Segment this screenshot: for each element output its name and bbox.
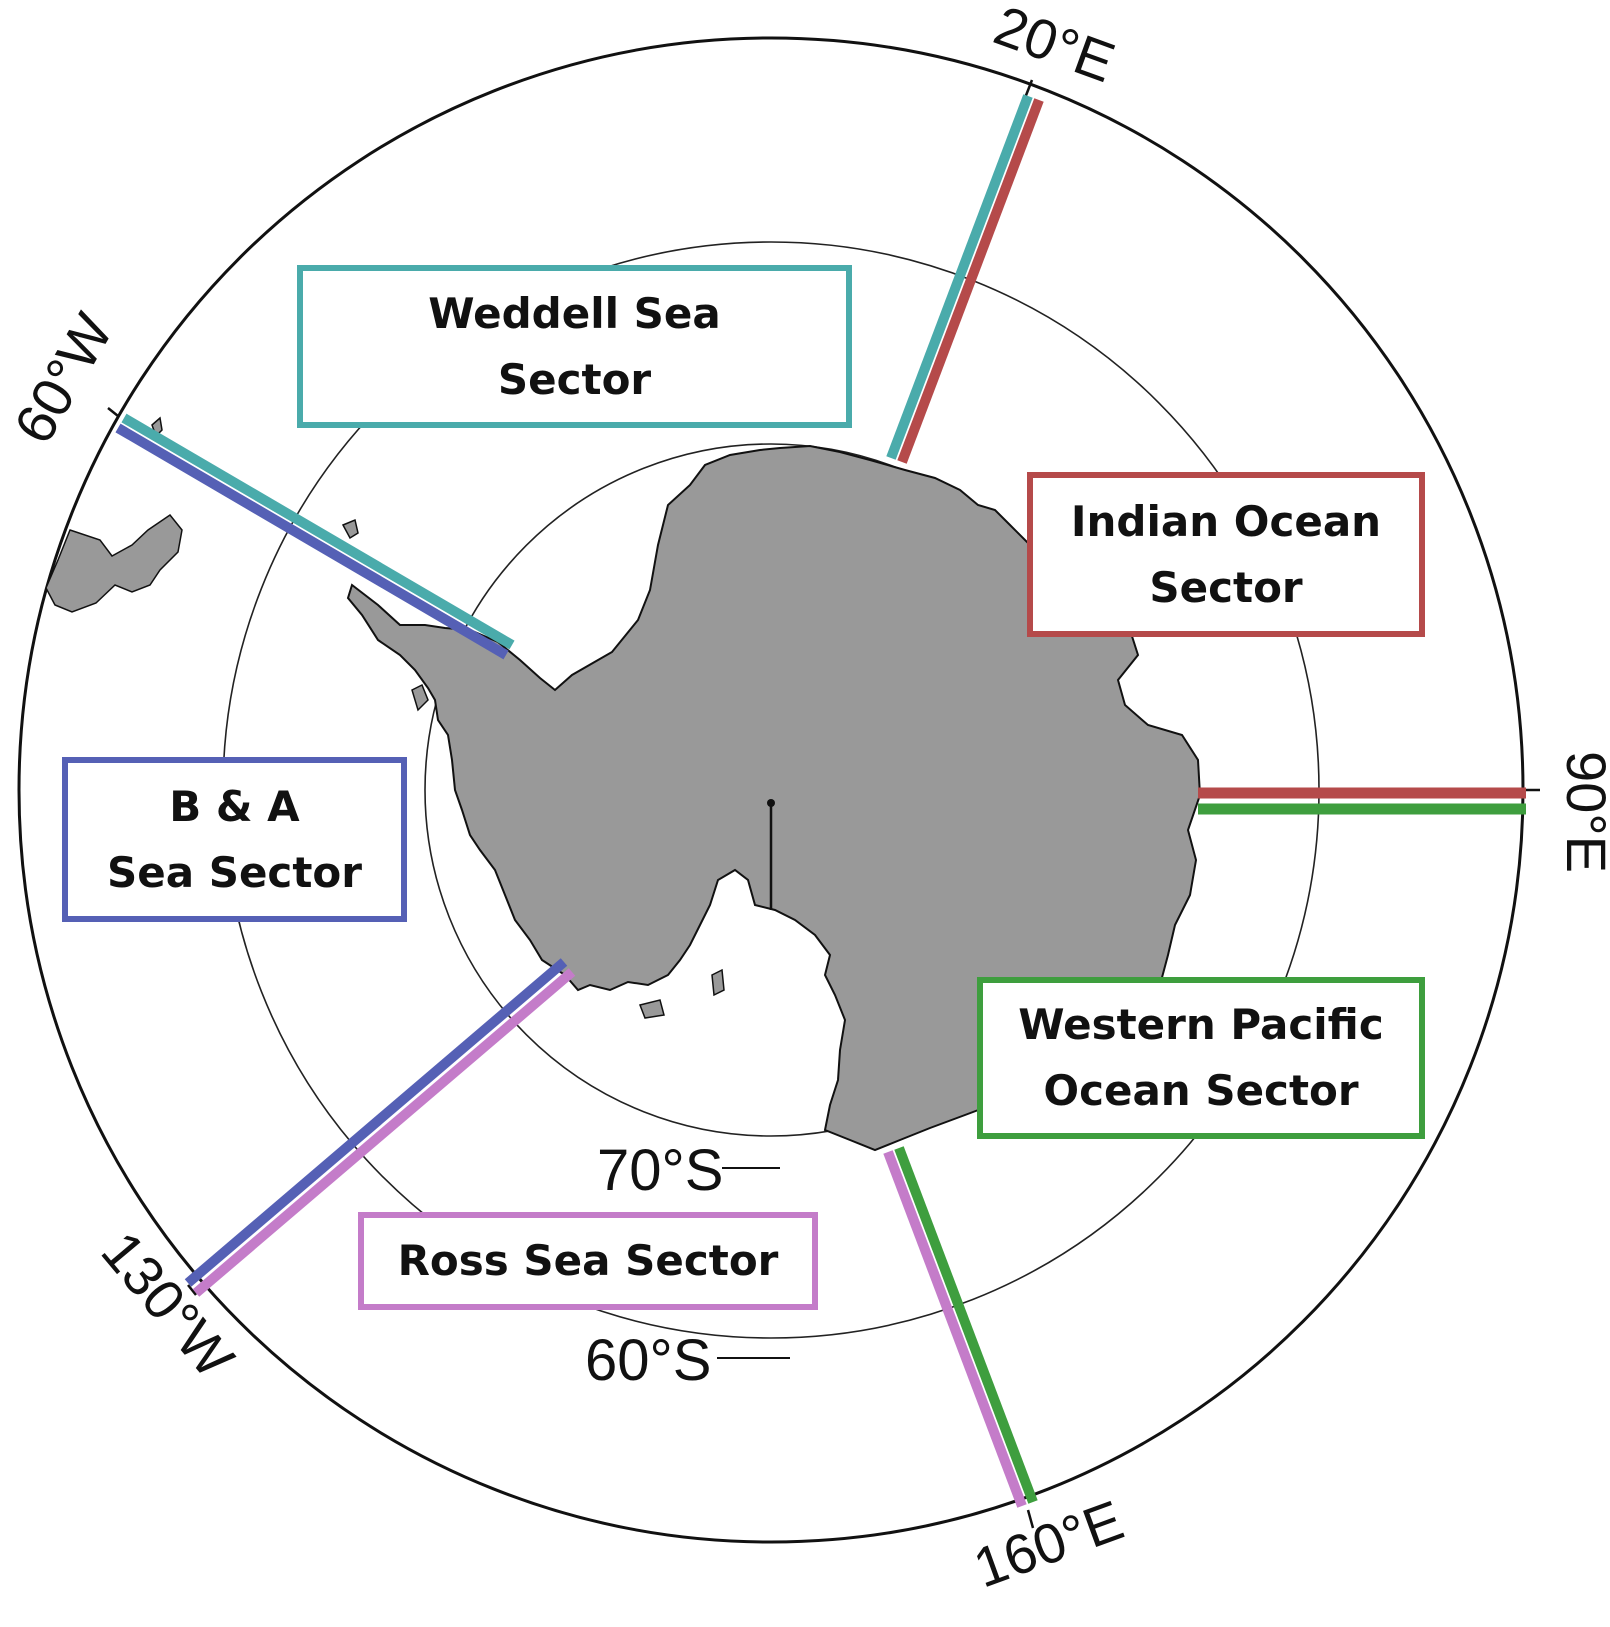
meridian-label-20e: 20°E [987,0,1123,94]
boundary-20e-weddell [886,94,1033,460]
ross-sea-sector-box: Ross Sea Sector [358,1212,818,1310]
island [411,683,429,712]
island [341,518,359,540]
meridian-tick-20e [1023,79,1034,99]
latitude-label-70s: 70°S [597,1138,723,1203]
ba-sector-label-line2: Sea Sector [107,847,362,897]
ross-sector-label: Ross Sea Sector [397,1236,779,1285]
pole-point [767,799,775,807]
wpacific-sector-label-line1: Western Pacific [1018,1000,1384,1049]
boundary-160e-ross [883,1150,1027,1508]
island [638,999,665,1019]
boundary-160e-wpacific [894,1146,1038,1504]
ba-sea-sector-box: B & A Sea Sector [62,757,407,922]
meridian-tick-130w [187,1284,197,1296]
meridian-tick-160e [1026,1509,1035,1529]
meridian-tick-60w [107,407,119,417]
boundary-130w-ba [184,958,568,1287]
latitude-label-60s: 60°S [585,1328,711,1393]
boundary-130w-ross [192,968,576,1297]
wpacific-sector-label-line2: Ocean Sector [1043,1066,1359,1115]
boundary-60w-ba [115,423,509,660]
boundary-20e-indian [897,98,1044,464]
weddell-sea-sector-box: Weddell Sea Sector [297,265,852,428]
meridian-label-160e: 160°E [966,1488,1131,1600]
meridian-label-90e: 90°E [1555,751,1610,873]
indian-sector-label-line2: Sector [1149,562,1303,612]
south-america-landmass [45,513,183,613]
weddell-sector-label-line2: Sector [497,354,652,404]
boundary-60w-weddell [121,413,515,650]
indian-sector-label-line1: Indian Ocean [1070,496,1382,546]
western-pacific-sector-box: Western Pacific Ocean Sector [977,977,1425,1139]
weddell-sector-label-line1: Weddell Sea [428,288,721,338]
meridian-label-60w: 60°W [1,303,124,454]
indian-ocean-sector-box: Indian Ocean Sector [1027,472,1425,637]
island [711,968,725,997]
ba-sector-label-line1: B & A [169,781,300,831]
